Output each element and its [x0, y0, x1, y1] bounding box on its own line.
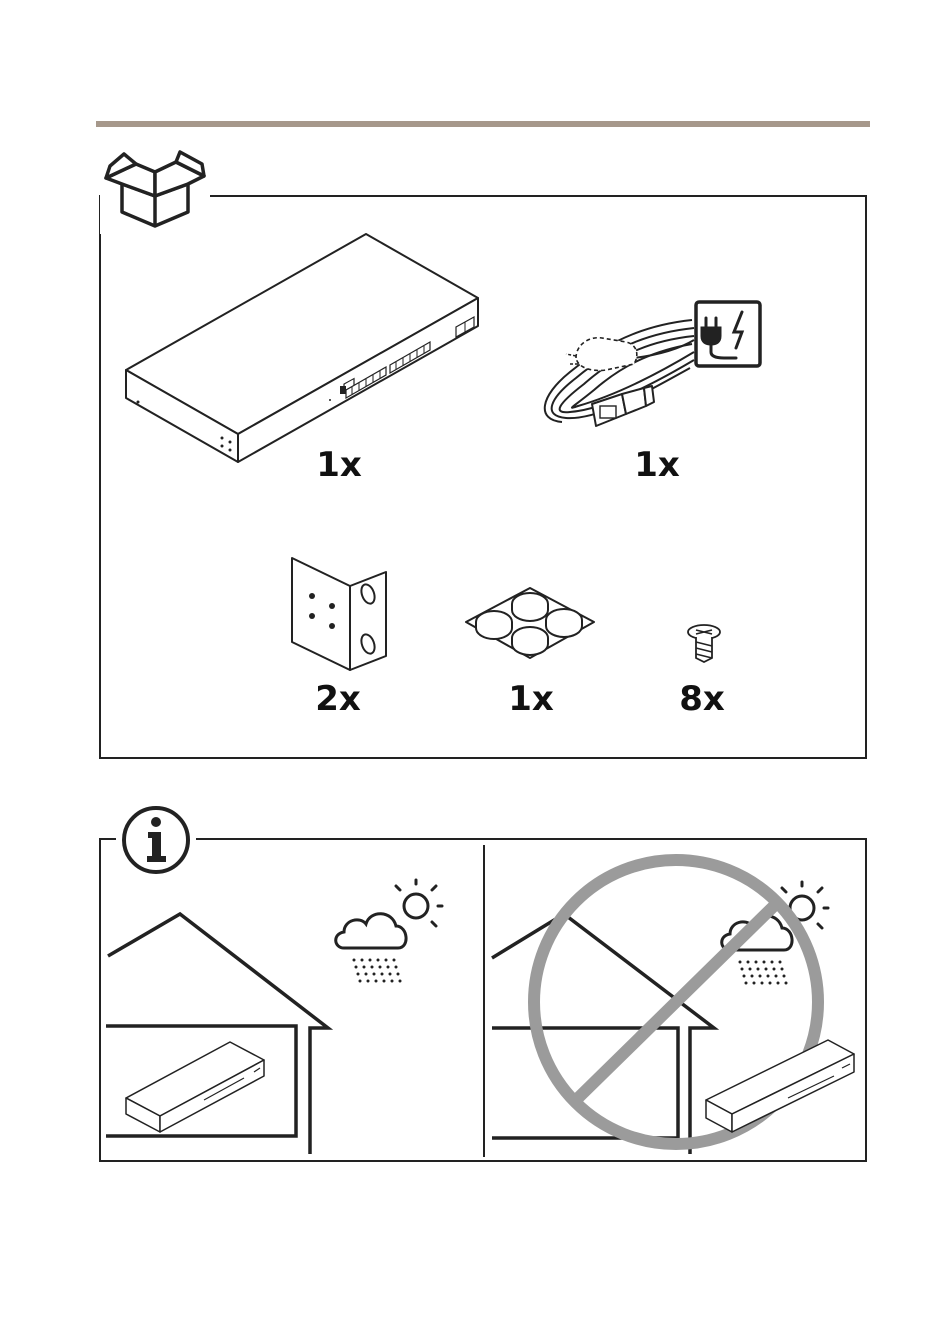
power-cord-illustration [536, 298, 764, 438]
outdoor-use-scene [488, 850, 864, 1158]
panel-divider [483, 845, 485, 1157]
info-icon [116, 804, 196, 878]
network-switch-illustration [124, 232, 482, 464]
power-cord-quantity: 1x [617, 448, 697, 482]
bracket-quantity: 2x [298, 682, 378, 716]
header-rule [96, 121, 870, 127]
rubber-feet-illustration [464, 580, 596, 664]
indoor-use-scene [104, 878, 444, 1158]
rack-bracket-illustration [288, 556, 390, 672]
open-box-icon [100, 144, 210, 234]
screw-illustration [684, 622, 724, 664]
switch-quantity: 1x [299, 448, 379, 482]
screw-quantity: 8x [662, 682, 742, 716]
rubber-feet-quantity: 1x [491, 682, 571, 716]
